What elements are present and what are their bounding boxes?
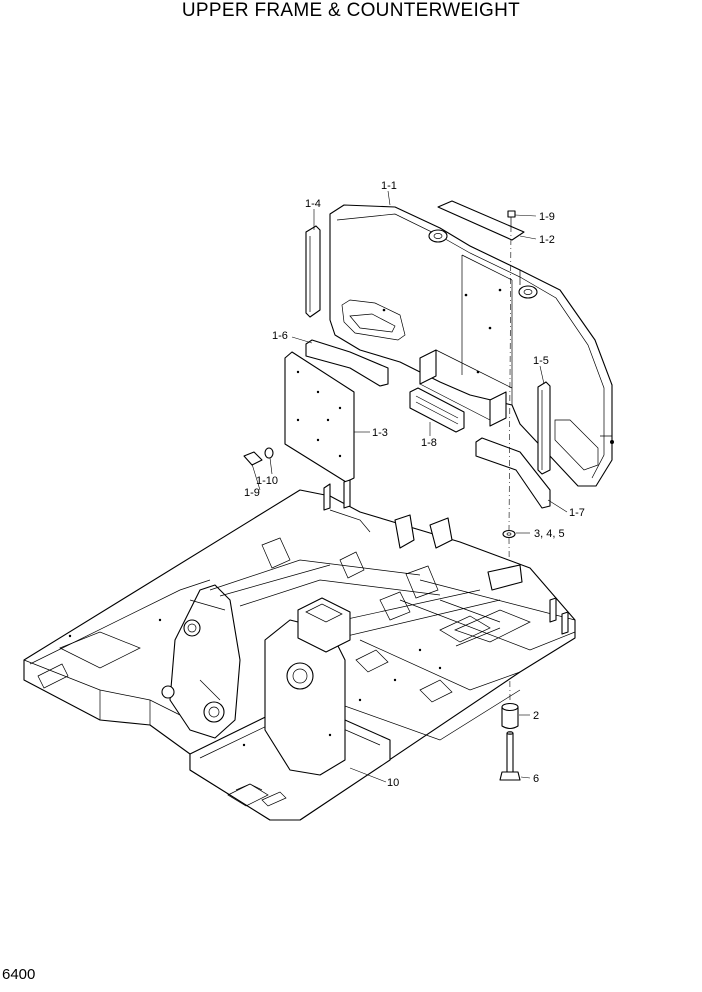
callout-1-6: 1-6 [272, 330, 288, 342]
cover-plate-part [284, 351, 355, 483]
bolt-part [507, 210, 516, 226]
counterweight-part [329, 204, 614, 487]
callout-1-8: 1-8 [421, 437, 437, 449]
washer-part [502, 529, 516, 539]
diagram-title: UPPER FRAME & COUNTERWEIGHT [181, 0, 521, 21]
callout-2: 2 [533, 710, 539, 722]
page-number: 6400 [2, 966, 36, 983]
callout-1-10: 1-10 [256, 475, 278, 487]
long-bolt-part [499, 731, 521, 781]
spacer-part [501, 702, 519, 730]
callout-1-4: 1-4 [305, 198, 321, 210]
callout-1-3: 1-3 [372, 427, 388, 439]
callout-1-9-left: 1-9 [244, 487, 260, 499]
callout-6: 6 [533, 773, 539, 785]
callout-1-5: 1-5 [533, 355, 549, 367]
pad-part [409, 387, 465, 433]
callout-1-1: 1-1 [381, 180, 397, 192]
strip-part [305, 339, 389, 387]
strip-part [475, 437, 551, 509]
plate-part [437, 200, 525, 241]
callout-1-7: 1-7 [569, 507, 585, 519]
bolt-washer-part [243, 447, 274, 466]
callout-1-2: 1-2 [539, 234, 555, 246]
side-plate-part [305, 225, 321, 318]
callout-3-4-5: 3, 4, 5 [534, 528, 565, 540]
callout-1-9-top: 1-9 [539, 211, 555, 223]
callout-10: 10 [387, 777, 399, 789]
upper-frame-part [23, 479, 576, 821]
side-plate-part [537, 381, 551, 475]
